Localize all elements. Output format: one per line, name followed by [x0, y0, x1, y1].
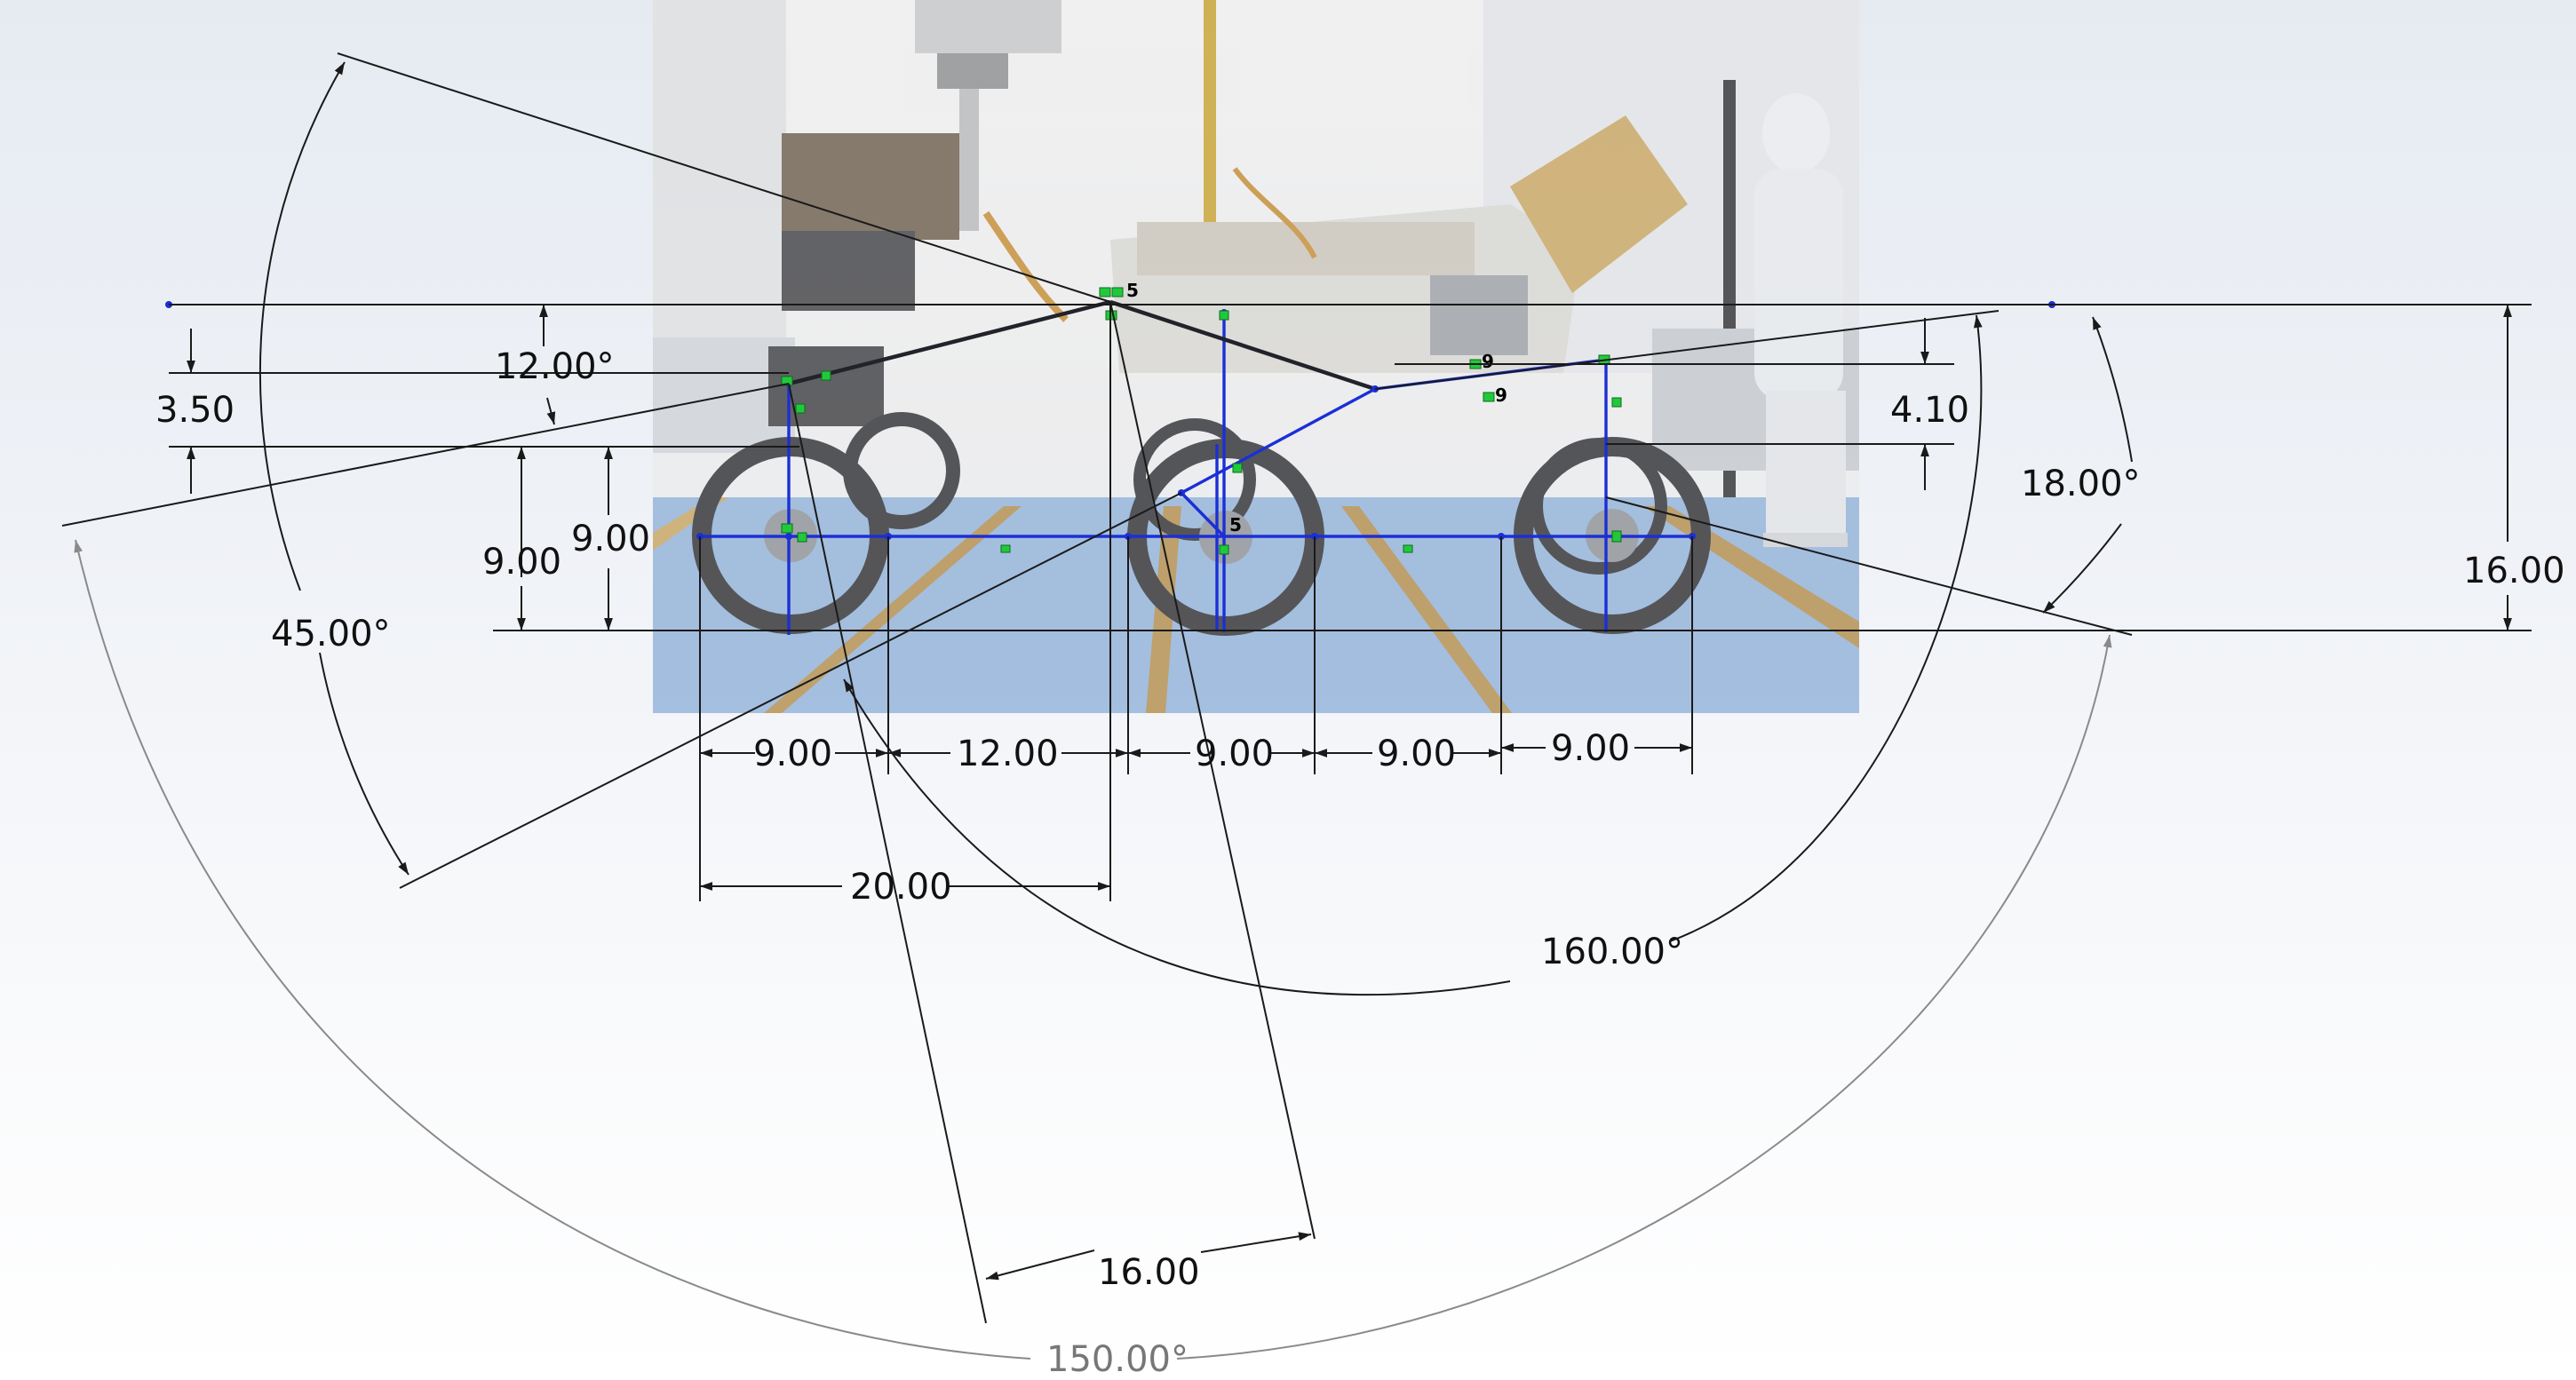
- angle-label[interactable]: 150.00°: [1046, 1339, 1189, 1380]
- dimension-label[interactable]: 20.00: [850, 867, 952, 908]
- rocker-rear-link[interactable]: [1109, 299, 1376, 392]
- reference-lines: [61, 52, 2532, 1324]
- relation-label: 9: [1482, 351, 1494, 372]
- dimension-label[interactable]: 12.00: [957, 734, 1059, 774]
- angular-dimensions[interactable]: 12.00° 45.00° 18.00° 160.00° 150.00°: [74, 61, 2141, 1380]
- angle-label[interactable]: 12.00°: [495, 346, 615, 387]
- dimension-label[interactable]: 3.50: [155, 390, 235, 431]
- dimension-label[interactable]: 9.00: [571, 519, 650, 559]
- dimension-label[interactable]: 9.00: [753, 734, 832, 774]
- dimension-label[interactable]: 9.00: [1377, 734, 1456, 774]
- dimension-label[interactable]: 9.00: [482, 542, 561, 583]
- dimension-label[interactable]: 4.10: [1890, 390, 1969, 431]
- dimension-label[interactable]: 16.00: [1098, 1252, 1200, 1293]
- relation-label: 5: [1229, 514, 1242, 535]
- bogie-drop-link[interactable]: [1180, 491, 1226, 538]
- rocker-front-link[interactable]: [788, 299, 1111, 386]
- bogie-front-link[interactable]: [1181, 387, 1376, 495]
- dimension-label[interactable]: 9.00: [1195, 734, 1274, 774]
- relation-label: 5: [1126, 280, 1139, 301]
- relation-label: 9: [1495, 385, 1507, 406]
- angle-label[interactable]: 45.00°: [271, 614, 391, 654]
- dimension-label[interactable]: 16.00: [2463, 551, 2565, 591]
- rover-photo: [653, 0, 1859, 713]
- angle-label[interactable]: 18.00°: [2021, 464, 2141, 504]
- angle-label[interactable]: 160.00°: [1541, 932, 1683, 972]
- linear-dimensions[interactable]: 3.50 9.00 9.00 4.10 16.00 9.00 12.00 9.0…: [155, 305, 2565, 1293]
- dimension-label[interactable]: 9.00: [1551, 728, 1630, 769]
